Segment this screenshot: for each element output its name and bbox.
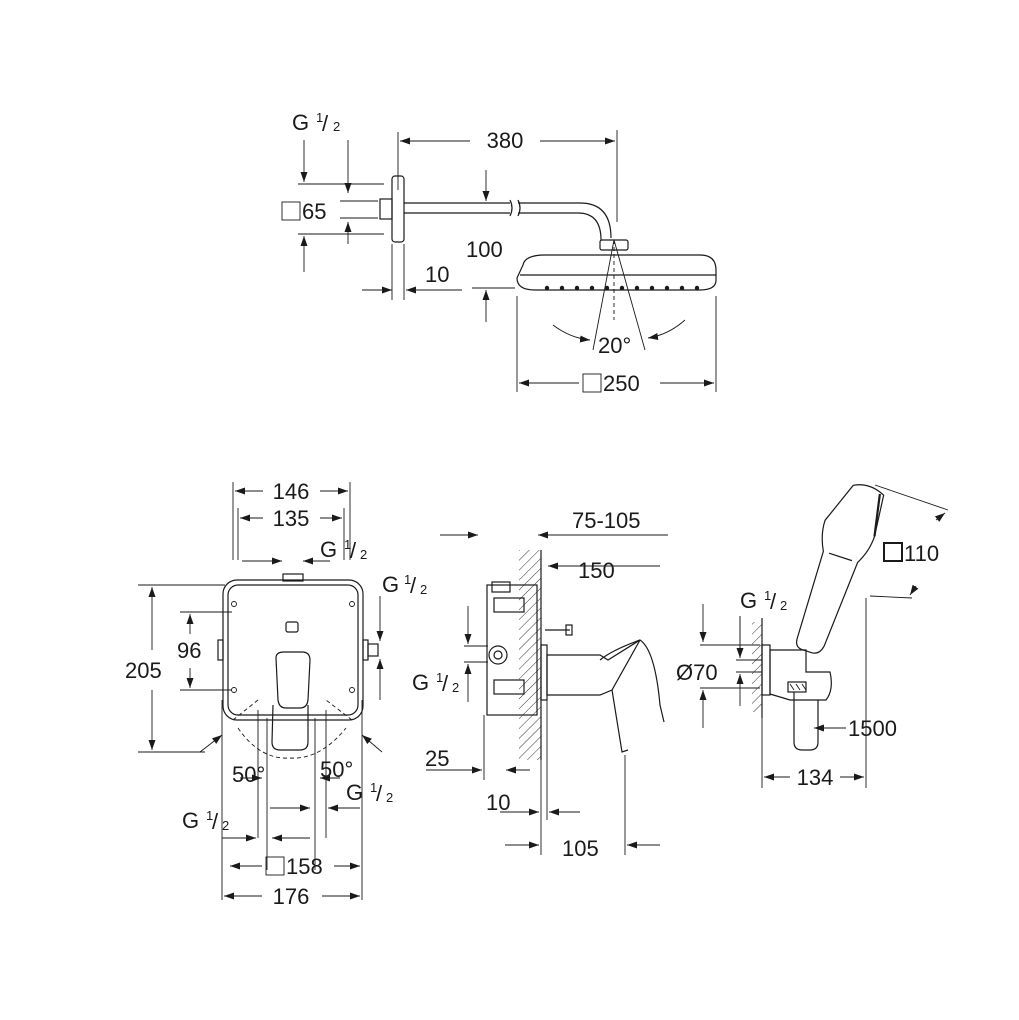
hose [793,692,819,751]
shower-arm-bend [518,202,612,241]
svg-text:2: 2 [452,680,459,695]
svg-text:2: 2 [360,547,367,562]
cover-plate [222,579,364,721]
flange-square-label: 65 [302,199,326,224]
total-width-label: 176 [273,884,310,909]
box-square-label: 158 [286,854,323,879]
hand-shower-body [795,484,885,654]
thread-num: 1 [316,110,323,125]
thread-g-label: G [292,110,309,135]
mixer-lever [546,639,641,696]
thread-den: 2 [333,119,340,134]
tilt-angle-label: 20° [598,333,631,358]
wall-connector [379,198,393,220]
svg-text:2: 2 [420,582,427,597]
shower-head [516,254,717,291]
mixer-handle [275,651,311,709]
hose-length-label: 1500 [848,716,897,741]
mixer-side-view: 75-105 150 G 1 / 2 25 [412,508,668,861]
drop-height-label: 100 [466,237,503,262]
svg-text:/: / [410,573,417,598]
svg-text:1: 1 [344,537,351,552]
angle-left-label: 50° [232,762,265,787]
wall-10-label: 10 [486,790,510,815]
svg-text:1: 1 [404,572,411,587]
svg-text:/: / [322,111,329,136]
shower-arm [404,202,510,214]
svg-text:G: G [382,572,399,597]
depth-150-label: 150 [578,558,615,583]
svg-text:/: / [350,538,357,563]
svg-text:/: / [212,809,219,834]
nozzle-row [544,285,700,291]
handle-height-label: 96 [177,638,201,663]
svg-text:G: G [182,808,199,833]
svg-text:1: 1 [206,808,213,823]
top-inlet [282,573,304,582]
svg-text:2: 2 [222,818,229,833]
svg-text:/: / [770,589,777,614]
svg-text:G: G [740,588,757,613]
hand-shower-view: 110 Ø70 G 1 / 2 1500 134 [676,484,949,790]
inlet-port [488,645,508,665]
flange-depth-label: 10 [425,262,449,287]
side-inlet [367,643,379,657]
install-depth-label: 75-105 [572,508,641,533]
svg-text:2: 2 [780,598,787,613]
inner-width-label: 135 [273,506,310,531]
hand-projection-label: 134 [797,765,834,790]
hand-head-square-label: 110 [904,541,939,566]
mixer-body [486,584,538,716]
svg-text:G: G [346,780,363,805]
square-symbol-icon [281,201,301,221]
dim-380-label: 380 [487,128,524,153]
svg-text:1: 1 [370,780,377,795]
shower-holder [769,649,832,701]
wall-hatch [519,550,541,760]
svg-text:G: G [320,537,337,562]
svg-text:1: 1 [764,588,771,603]
svg-text:1: 1 [436,670,443,685]
svg-text:/: / [442,671,449,696]
square-symbol-icon [265,856,285,876]
wall-25-label: 25 [425,746,449,771]
head-square-label: 250 [603,371,640,396]
svg-text:2: 2 [386,790,393,805]
outer-width-label: 146 [273,479,310,504]
projection-label: 105 [562,836,599,861]
outlet-diameter-label: Ø70 [676,660,718,685]
square-symbol-icon [582,373,602,393]
mixer-front-view: 146 135 G 1 / 2 205 96 [125,479,427,909]
svg-text:/: / [376,781,383,806]
square-symbol-icon [883,542,903,562]
svg-text:G: G [412,670,429,695]
overhead-shower-view: 380 G 1 / 2 65 100 10 [281,110,717,396]
height-label: 205 [125,658,162,683]
